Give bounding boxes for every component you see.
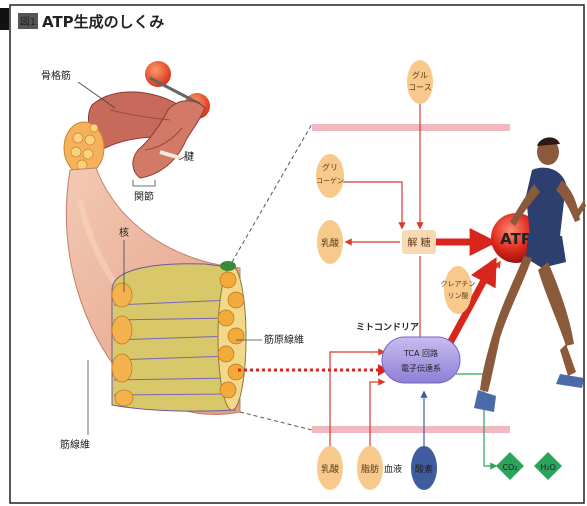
node-fat: 脂肪 — [357, 446, 383, 490]
h2o-text: H₂O — [540, 463, 556, 472]
glycogen-line1: グリ — [322, 162, 338, 172]
node-glucose: グル コース — [407, 60, 433, 104]
frame-tab — [0, 8, 9, 30]
creatine-line1: クレアチン — [441, 280, 476, 288]
tca-line2: 電子伝達系 — [401, 363, 441, 373]
membrane-bottom — [312, 426, 510, 433]
blood-text: 血液 — [384, 463, 402, 475]
label-joint: 関節 — [134, 190, 154, 203]
creatine-line2: リン酸 — [448, 291, 469, 300]
label-tendon: 腱 — [184, 151, 194, 163]
node-glycolysis: 解 糖 — [402, 230, 436, 254]
node-glycogen: グリ コーゲン — [316, 154, 344, 198]
node-lactate-bottom: 乳酸 — [317, 446, 343, 490]
co2-text: CO₂ — [502, 463, 517, 472]
figure-title: ATP生成のしくみ — [42, 13, 164, 31]
fat-text: 脂肪 — [361, 463, 379, 475]
mitochondria-label: ミトコンドリア — [356, 322, 419, 333]
glycolysis-text: 解 糖 — [407, 236, 430, 249]
label-myofibril: 筋原線維 — [264, 333, 304, 346]
glucose-line2: コース — [408, 83, 432, 92]
tca-line1: TCA 回路 — [403, 348, 438, 358]
oxygen-text: 酸素 — [415, 463, 433, 475]
label-nucleus: 核 — [119, 226, 129, 239]
node-oxygen: 酸素 — [411, 446, 437, 490]
label-muscle-fiber: 筋線維 — [60, 438, 90, 451]
label-skeletal-muscle: 骨格筋 — [41, 69, 71, 82]
lactate-top-text: 乳酸 — [321, 237, 339, 249]
node-h2o: H₂O — [534, 452, 562, 480]
zoom-line-bottom — [240, 412, 312, 430]
zoom-line-top — [232, 124, 312, 262]
figure-badge-text: 図1 — [20, 16, 36, 28]
membrane-top — [312, 124, 510, 131]
node-lactate-top: 乳酸 — [317, 220, 343, 264]
mitochondria-capsule: TCA 回路 電子伝達系 — [382, 337, 460, 383]
myofibril-bundle — [112, 261, 246, 411]
node-co2: CO₂ — [496, 452, 524, 480]
lactate-bottom-text: 乳酸 — [321, 463, 339, 475]
glycogen-line2: コーゲン — [316, 176, 344, 185]
glucose-line1: グル — [412, 70, 428, 80]
